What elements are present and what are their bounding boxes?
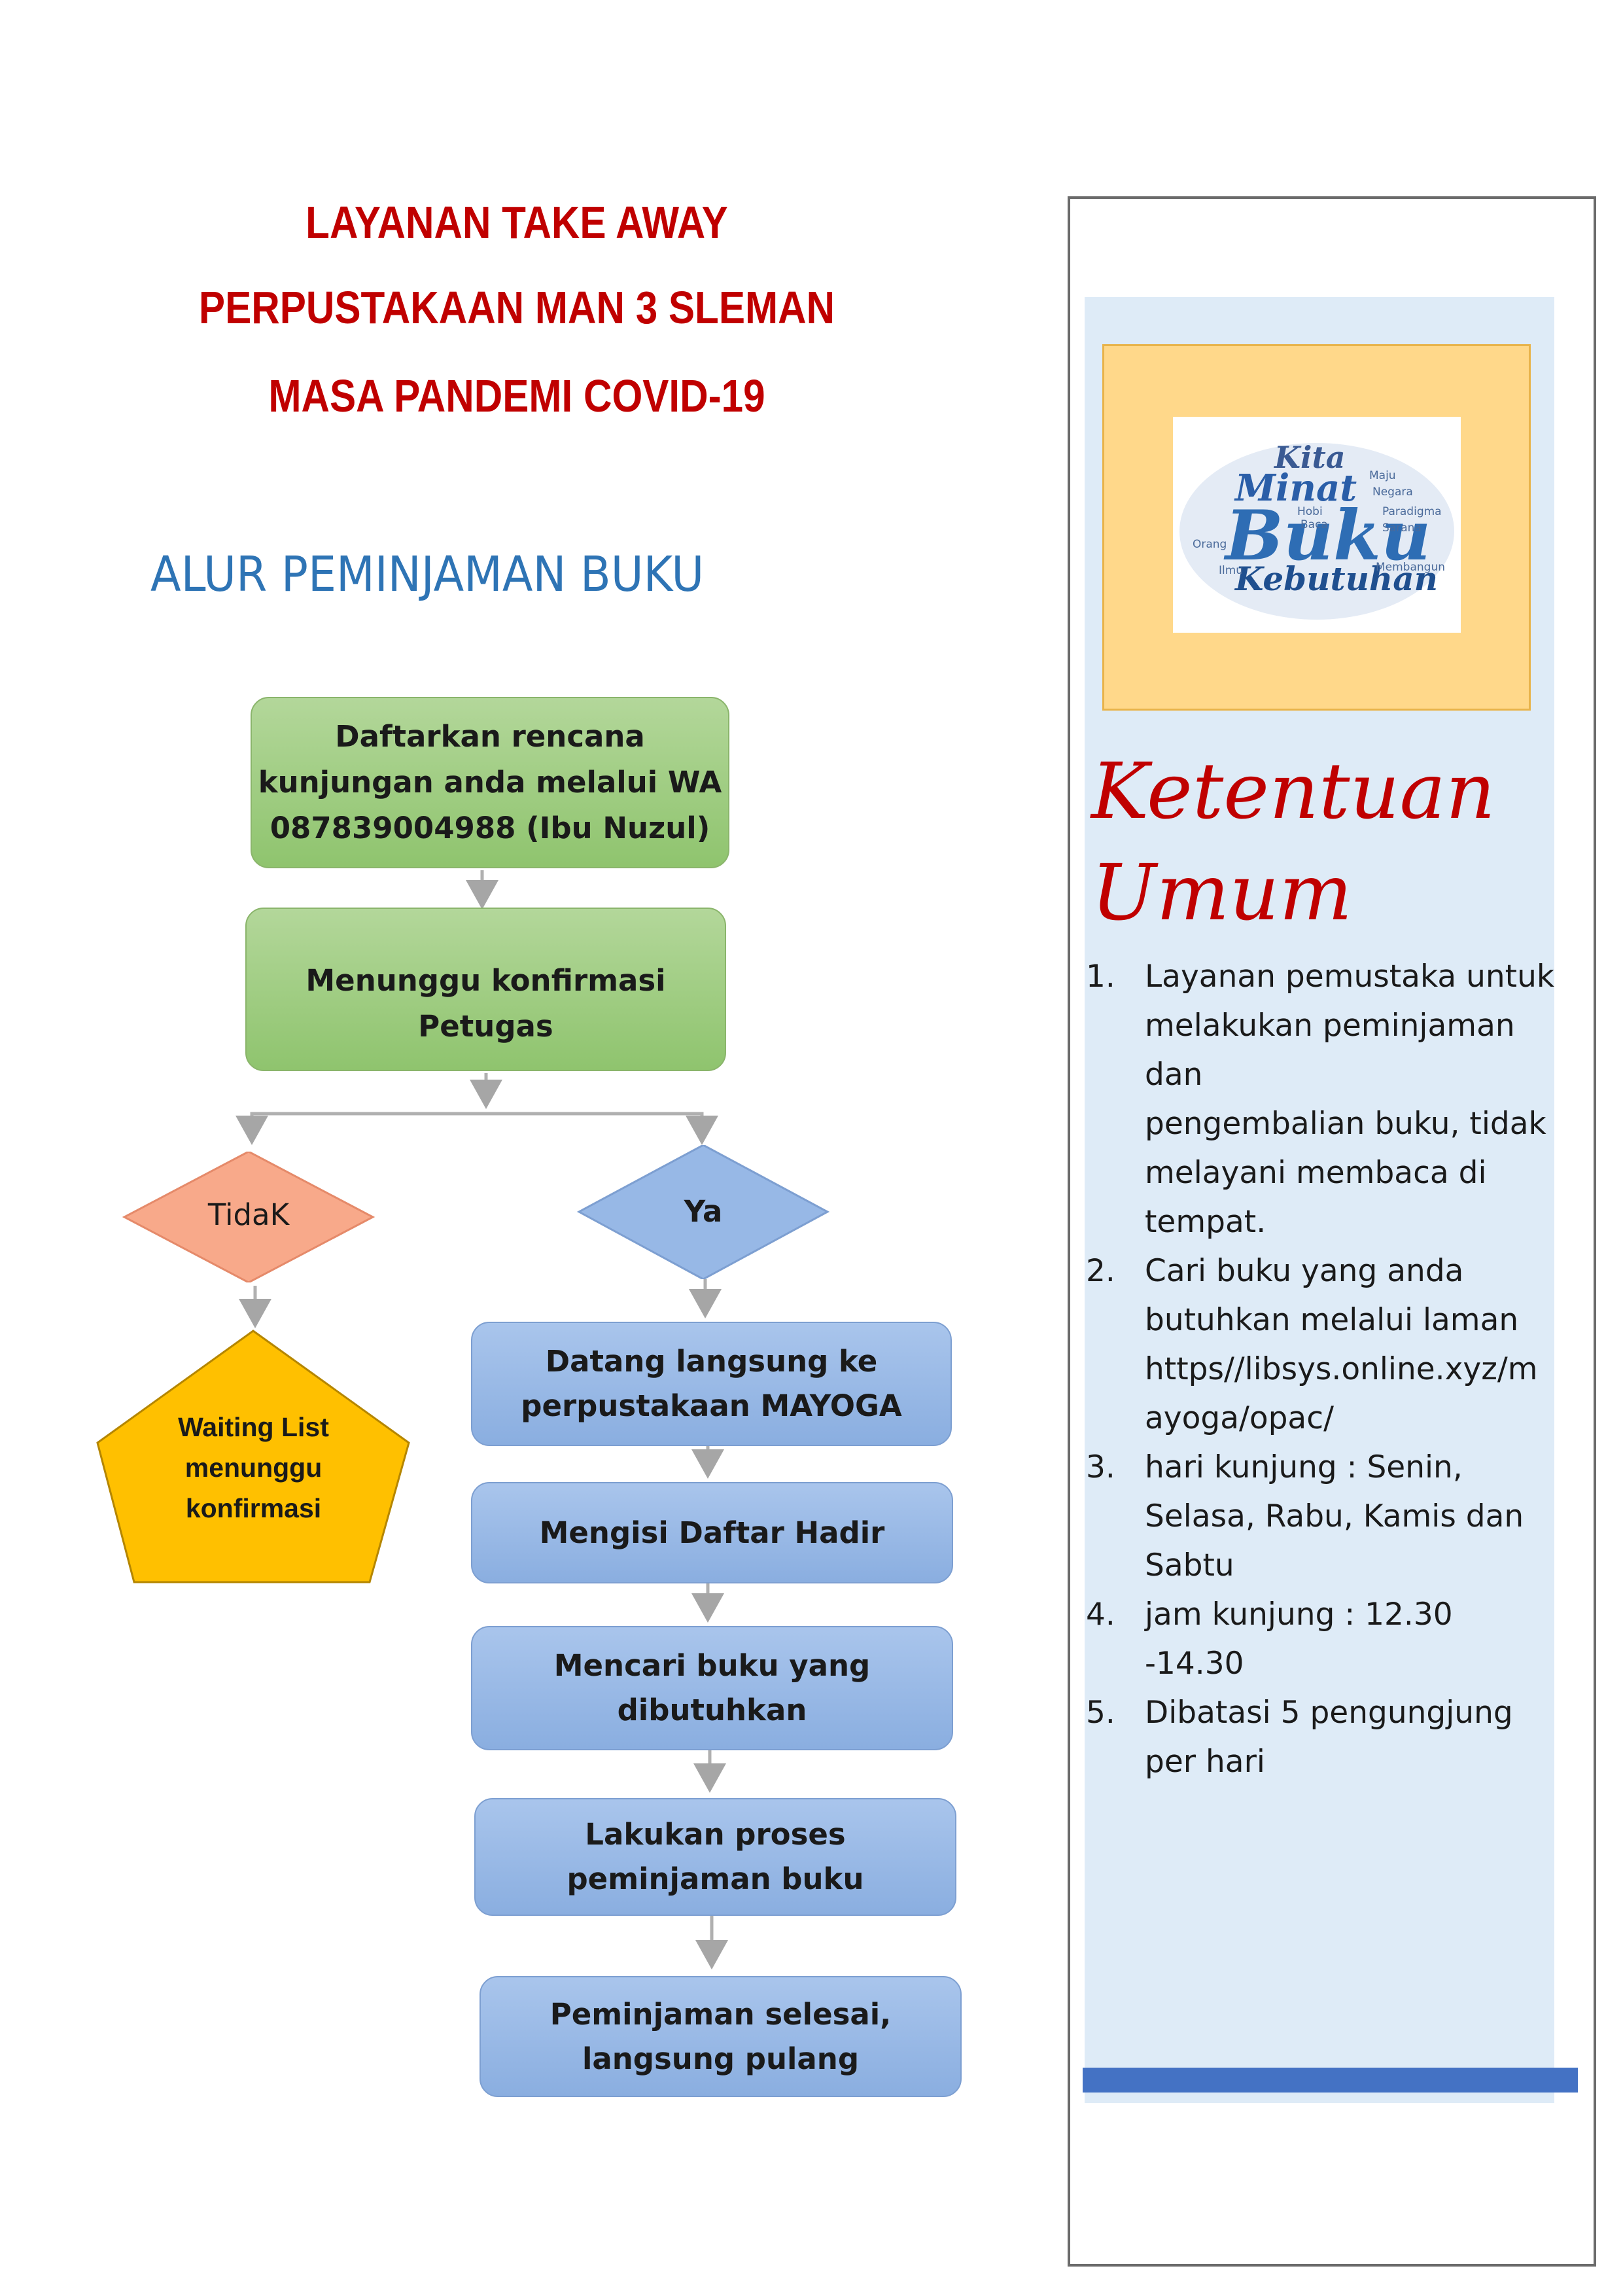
rule-1-line-3: pengembalian buku, tidak (1145, 1106, 1546, 1142)
waiting-list-line-3: konfirmasi (185, 1493, 322, 1523)
rule-1-line-4: melayani membaca di (1145, 1155, 1487, 1191)
step-register-line-3: 087839004988 (Ibu Nuzul) (270, 811, 710, 845)
rules-list: 1. Layanan pemustaka untuk melakukan pem… (1086, 952, 1557, 1786)
step-find-book-box: Mencari buku yang dibutuhkan (471, 1626, 953, 1750)
word-cloud-small-4: Baca (1300, 518, 1328, 531)
word-cloud-small-9: Orang (1193, 538, 1227, 551)
decision-yes-label: Ya (684, 1194, 723, 1229)
step-wait-confirm-label: Menunggu konfirmasi Petugas (305, 963, 666, 1044)
step-find-book-line-2: dibutuhkan (617, 1693, 807, 1727)
rule-number-1: 1. (1086, 959, 1115, 995)
rule-number-4: 4. (1086, 1597, 1115, 1633)
word-cloud-small-2: Negara (1372, 486, 1413, 499)
step-borrow-box: Lakukan proses peminjaman buku (474, 1798, 956, 1916)
rule-3-line-2: Selasa, Rabu, Kamis dan (1145, 1498, 1524, 1534)
step-find-book-line-1: Mencari buku yang (553, 1648, 871, 1683)
title-line-2: PERPUSTAKAAN MAN 3 SLEMAN (198, 282, 835, 333)
rule-5-line-2: per hari (1145, 1744, 1265, 1780)
word-cloud-small-7: Paradigma (1382, 505, 1442, 518)
step-borrow-line-1: Lakukan proses (585, 1817, 846, 1852)
step-done-line-1: Peminjaman selesai, (550, 1996, 892, 2032)
rule-2-line-4: ayoga/opac/ (1145, 1400, 1334, 1436)
word-cloud-logo: Kita Minat Buku Kebutuhan Maju Negara Ho… (1173, 417, 1461, 633)
step-register-line-1: Daftarkan rencana (335, 719, 645, 754)
rule-3-line-3: Sabtu (1145, 1547, 1234, 1583)
waiting-list-pentagon (96, 1330, 410, 1583)
rule-number-5: 5. (1086, 1695, 1115, 1731)
waiting-list-line-1: Waiting List (178, 1412, 329, 1442)
rule-4-line-1: jam kunjung : 12.30 -14.30 (1145, 1597, 1453, 1682)
rule-2-line-2: butuhkan melalui laman (1145, 1302, 1519, 1338)
word-cloud-top: Minat (1234, 467, 1357, 510)
step-come-library-line-1: Datang langsung ke (545, 1344, 878, 1379)
waiting-list-label: Waiting List menunggu konfirmasi (95, 1407, 412, 1528)
step-borrow-line-2: peminjaman buku (567, 1862, 864, 1896)
rule-number-2: 2. (1086, 1253, 1115, 1289)
step-attendance-label: Mengisi Daftar Hadir (539, 1515, 885, 1550)
rule-1-line-5: tempat. (1145, 1204, 1266, 1240)
title-line-1: LAYANAN TAKE AWAY (305, 197, 728, 248)
decision-no-label: TidaK (207, 1197, 290, 1232)
step-attendance-box: Mengisi Daftar Hadir (471, 1482, 953, 1583)
rule-item-3: 3. hari kunjung : Senin, Selasa, Rabu, K… (1086, 1443, 1557, 1590)
step-wait-confirm-box: Menunggu konfirmasi Petugas (245, 908, 726, 1071)
rules-heading-line-2: Umum (1091, 847, 1353, 938)
rule-item-2: 2. Cari buku yang anda butuhkan melalui … (1086, 1246, 1557, 1443)
step-come-library-box: Datang langsung ke perpustakaan MAYOGA (471, 1322, 952, 1446)
decision-no-diamond (122, 1152, 375, 1282)
word-cloud-small-3: Hobi (1297, 505, 1323, 518)
step-register-line-2: kunjungan anda melalui WA (258, 765, 722, 800)
word-cloud-graphic: Kita Minat Buku Kebutuhan Maju Negara Ho… (1179, 440, 1454, 620)
word-cloud-small-1: Maju (1369, 469, 1396, 482)
word-cloud-bottom: Kebutuhan (1234, 559, 1438, 598)
word-cloud-main: Buku (1223, 495, 1431, 576)
rule-3-line-1: hari kunjung : Senin, (1145, 1449, 1463, 1485)
rule-item-1: 1. Layanan pemustaka untuk melakukan pem… (1086, 952, 1557, 1246)
connector-split (250, 1112, 718, 1145)
waiting-list-line-2: menunggu (184, 1453, 323, 1483)
rule-2-line-3: https//libsys.online.xyz/m (1145, 1351, 1538, 1387)
step-come-library-line-2: perpustakaan MAYOGA (521, 1388, 902, 1423)
step-done-line-2: langsung pulang (582, 2041, 860, 2076)
word-cloud-small-8: Ilmu (1219, 564, 1243, 577)
rule-item-4: 4. jam kunjung : 12.30 -14.30 (1086, 1590, 1557, 1688)
word-cloud-small-5: Membangun (1376, 561, 1445, 574)
step-register-box: Daftarkan rencana kunjungan anda melalui… (251, 697, 729, 868)
rule-2-line-1: Cari buku yang anda (1145, 1253, 1464, 1289)
step-done-box: Peminjaman selesai, langsung pulang (480, 1976, 962, 2097)
word-cloud-small-6: Sarana (1382, 521, 1422, 535)
word-cloud-top2: Kita (1273, 440, 1346, 475)
flow-subtitle: ALUR PEMINJAMAN BUKU (150, 546, 705, 603)
rule-5-line-1: Dibatasi 5 pengungjung (1145, 1695, 1513, 1731)
rule-number-3: 3. (1086, 1449, 1115, 1485)
rule-item-5: 5. Dibatasi 5 pengungjung per hari (1086, 1688, 1557, 1786)
sidebar-accent-bar (1083, 2068, 1578, 2093)
title-line-3: MASA PANDEMI COVID-19 (268, 370, 765, 421)
rule-1-line-2: melakukan peminjaman dan (1145, 1008, 1515, 1093)
rules-heading-line-1: Ketentuan (1091, 746, 1495, 836)
rule-1-line-1: Layanan pemustaka untuk (1145, 959, 1555, 995)
decision-yes-diamond (576, 1145, 830, 1279)
sidebar-frame (1068, 196, 1596, 2267)
